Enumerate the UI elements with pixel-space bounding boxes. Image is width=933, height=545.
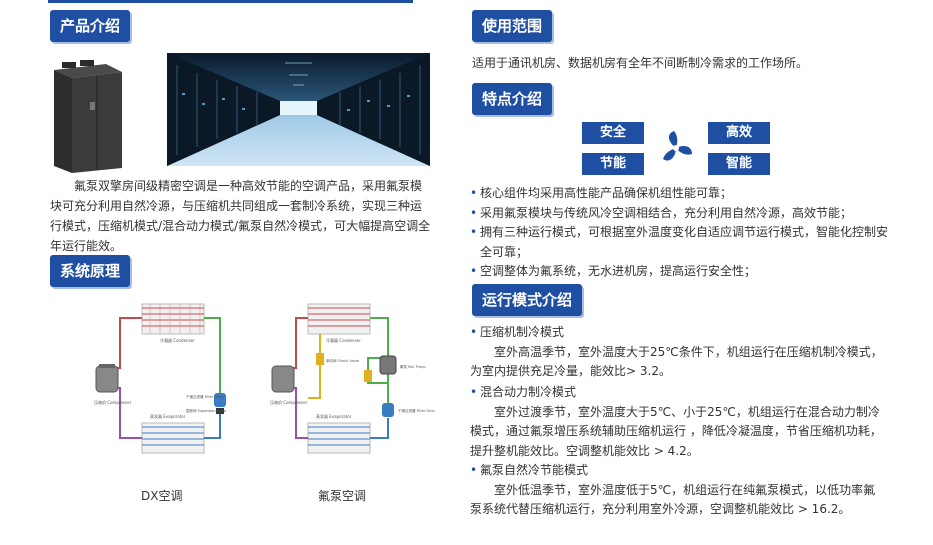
mode-description: 室外过渡季节，室外温度大于5℃、小于25℃，机组运行在混合动力制冷模式，通过氟泵…: [470, 404, 882, 458]
section-title-principle: 系统原理: [50, 255, 131, 287]
dx-expansion-label: 膨胀阀 Expansion Valve: [186, 408, 226, 413]
pump-evaporator-label: 蒸发器 Evaporator: [316, 413, 352, 419]
pump-evaporator-coil: [307, 422, 371, 454]
dx-expansion-valve: [216, 408, 224, 414]
dx-evaporator-coil: [141, 422, 205, 454]
section-title-product: 产品介绍: [50, 10, 131, 42]
mode-title: 混合动力制冷模式: [470, 383, 885, 403]
tag-efficiency: 高效: [708, 122, 770, 144]
product-description: 氟泵双擎房间级精密空调是一种高效节能的空调产品，采用氟泵模块可充分利用自然冷源，…: [50, 179, 431, 253]
cabinet-top-grille-2: [80, 60, 94, 66]
mode-title: 压缩机制冷模式: [470, 323, 885, 343]
section-title-usage: 使用范围: [472, 10, 553, 42]
dx-filter-drier: [214, 393, 226, 407]
mode-hybrid: 混合动力制冷模式 室外过渡季节，室外温度大于5℃、小于25℃，机组运行在混合动力…: [470, 383, 885, 461]
cabinet-panel: [90, 102, 95, 110]
pump-compressor-label: 压缩机 Compressor: [270, 399, 308, 405]
pump-check-valve-label: 单向阀 Check Valve: [326, 358, 359, 363]
mode-title: 氟泵自然冷节能模式: [470, 461, 885, 481]
mode-description: 室外低温季节，室外温度低于5℃，机组运行在纯氟泵模式，以低功率氟泵系统代替压缩机…: [470, 482, 876, 517]
caption-dx: DX空调: [141, 489, 183, 503]
pump-condenser-coil: [307, 303, 371, 335]
caption-pump: 氟泵空调: [318, 489, 367, 503]
feature-list: 核心组件均采用高性能产品确保机组性能可靠； 采用氟泵模块与传统风冷空调相结合，充…: [470, 184, 890, 282]
mode-compressor: 压缩机制冷模式 室外高温季节，室外温度大于25℃条件下，机组运行在压缩机制冷模式…: [470, 323, 885, 382]
section-title-features: 特点介绍: [472, 83, 553, 115]
pump-diagram: 冷凝器 Condenser 蒸发器 Evaporator 单向阀 Check V…: [270, 303, 436, 454]
tag-intelligent: 智能: [708, 153, 770, 175]
feature-item: 核心组件均采用高性能产品确保机组性能可靠；: [470, 184, 890, 204]
dx-condenser-coil: [141, 303, 205, 335]
dx-evaporator-label: 蒸发器 Evaporator: [150, 413, 186, 419]
cabinet-top: [54, 64, 122, 78]
pump-ref-pump: [379, 355, 397, 375]
pump-condenser-label: 冷凝器 Condenser: [326, 337, 361, 343]
dx-compressor: [95, 364, 119, 393]
cabinet-image: [54, 60, 122, 173]
feature-item: 空调整体为氟系统，无水进机房，提高运行安全性；: [470, 262, 890, 282]
dx-filter-label: 干燥过滤器 Filter Drier: [186, 394, 224, 399]
section-title-modes: 运行模式介绍: [472, 284, 583, 316]
tag-safety: 安全: [582, 122, 644, 144]
pump-ref-pump-label: 氟泵 Ref. Pump: [400, 364, 426, 369]
top-divider-left: [48, 0, 413, 3]
feature-item: 拥有三种运行模式，可根据室外温度变化自适应调节运行模式，智能化控制安全可靠；: [470, 223, 890, 262]
datacenter-photo: [167, 53, 430, 166]
pump-filter-label: 干燥过滤器 Filter Drier: [398, 408, 436, 413]
fan-logo-icon: [657, 129, 695, 167]
mode-description: 室外高温季节，室外温度大于25℃条件下，机组运行在压缩机制冷模式，为室内提供充足…: [470, 344, 883, 379]
usage-description: 适用于通讯机房、数据机房有全年不间断制冷需求的工作场所。: [472, 56, 809, 70]
pump-filter-drier: [382, 403, 394, 417]
pump-compressor: [271, 365, 295, 393]
feature-item: 采用氟泵模块与传统风冷空调相结合，充分利用自然冷源，高效节能；: [470, 204, 890, 224]
cabinet-top-grille: [62, 62, 76, 68]
dx-compressor-label: 压缩机 Compressor: [94, 399, 132, 405]
cabinet-side: [54, 70, 72, 173]
pump-check-valve-2: [364, 370, 372, 382]
mode-free-cooling: 氟泵自然冷节能模式 室外低温季节，室外温度低于5℃，机组运行在纯氟泵模式，以低功…: [470, 461, 885, 520]
tag-energy-saving: 节能: [582, 153, 644, 175]
dx-diagram: 冷凝器 Condenser 蒸发器 Evaporator 压缩机 Compres…: [94, 303, 226, 454]
pump-check-valve-1: [316, 353, 324, 365]
dx-condenser-label: 冷凝器 Condenser: [160, 337, 195, 343]
